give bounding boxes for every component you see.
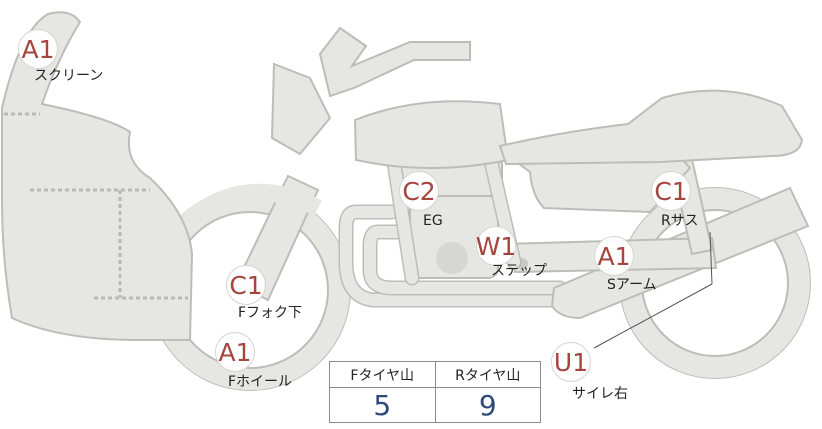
damage-code-badge-engine: C2: [399, 171, 439, 211]
handlebar-shape: [318, 26, 471, 98]
damage-code-badge-rear-shock: C1: [651, 171, 691, 211]
silencer-leader-line: [593, 283, 713, 349]
damage-code-badge-step: W1: [476, 226, 516, 266]
part-label-rear-shock: Rサス: [661, 213, 699, 229]
front-tire-value: 5: [373, 388, 392, 422]
part-label-engine: EG: [423, 213, 443, 229]
part-label-front-fork: Fフォク下: [238, 305, 303, 321]
rear-tire-column: Rタイヤ山 9: [434, 362, 540, 422]
damage-code-badge-front-fork: C1: [226, 265, 266, 305]
front-tire-column: Fタイヤ山 5: [330, 362, 435, 422]
windscreen-shape: [0, 11, 194, 341]
rear-shock-leader-line: [709, 231, 713, 285]
fuel-tank-shape: [353, 100, 510, 169]
exhaust-pipes-shape: [338, 204, 568, 308]
part-label-silencer-right: サイレ右: [572, 386, 628, 402]
damage-code-badge-front-wheel: A1: [215, 332, 255, 372]
damage-code-badge-silencer-right: U1: [551, 342, 591, 382]
part-label-screen: スクリーン: [34, 68, 104, 84]
headlight-shape: [270, 62, 332, 156]
damage-code-badge-swing-arm: A1: [594, 236, 634, 276]
rear-tire-value: 9: [478, 388, 497, 422]
tire-tread-table: Fタイヤ山 5 Rタイヤ山 9: [329, 361, 541, 423]
rear-tire-header: Rタイヤ山: [435, 362, 540, 388]
seat-shape: [498, 89, 804, 166]
damage-code-badge-screen: A1: [18, 29, 58, 69]
part-label-step: ステップ: [491, 263, 547, 279]
part-label-front-wheel: Fホイール: [228, 374, 293, 390]
front-tire-header: Fタイヤ山: [330, 362, 435, 388]
part-label-swing-arm: Sアーム: [607, 277, 657, 293]
